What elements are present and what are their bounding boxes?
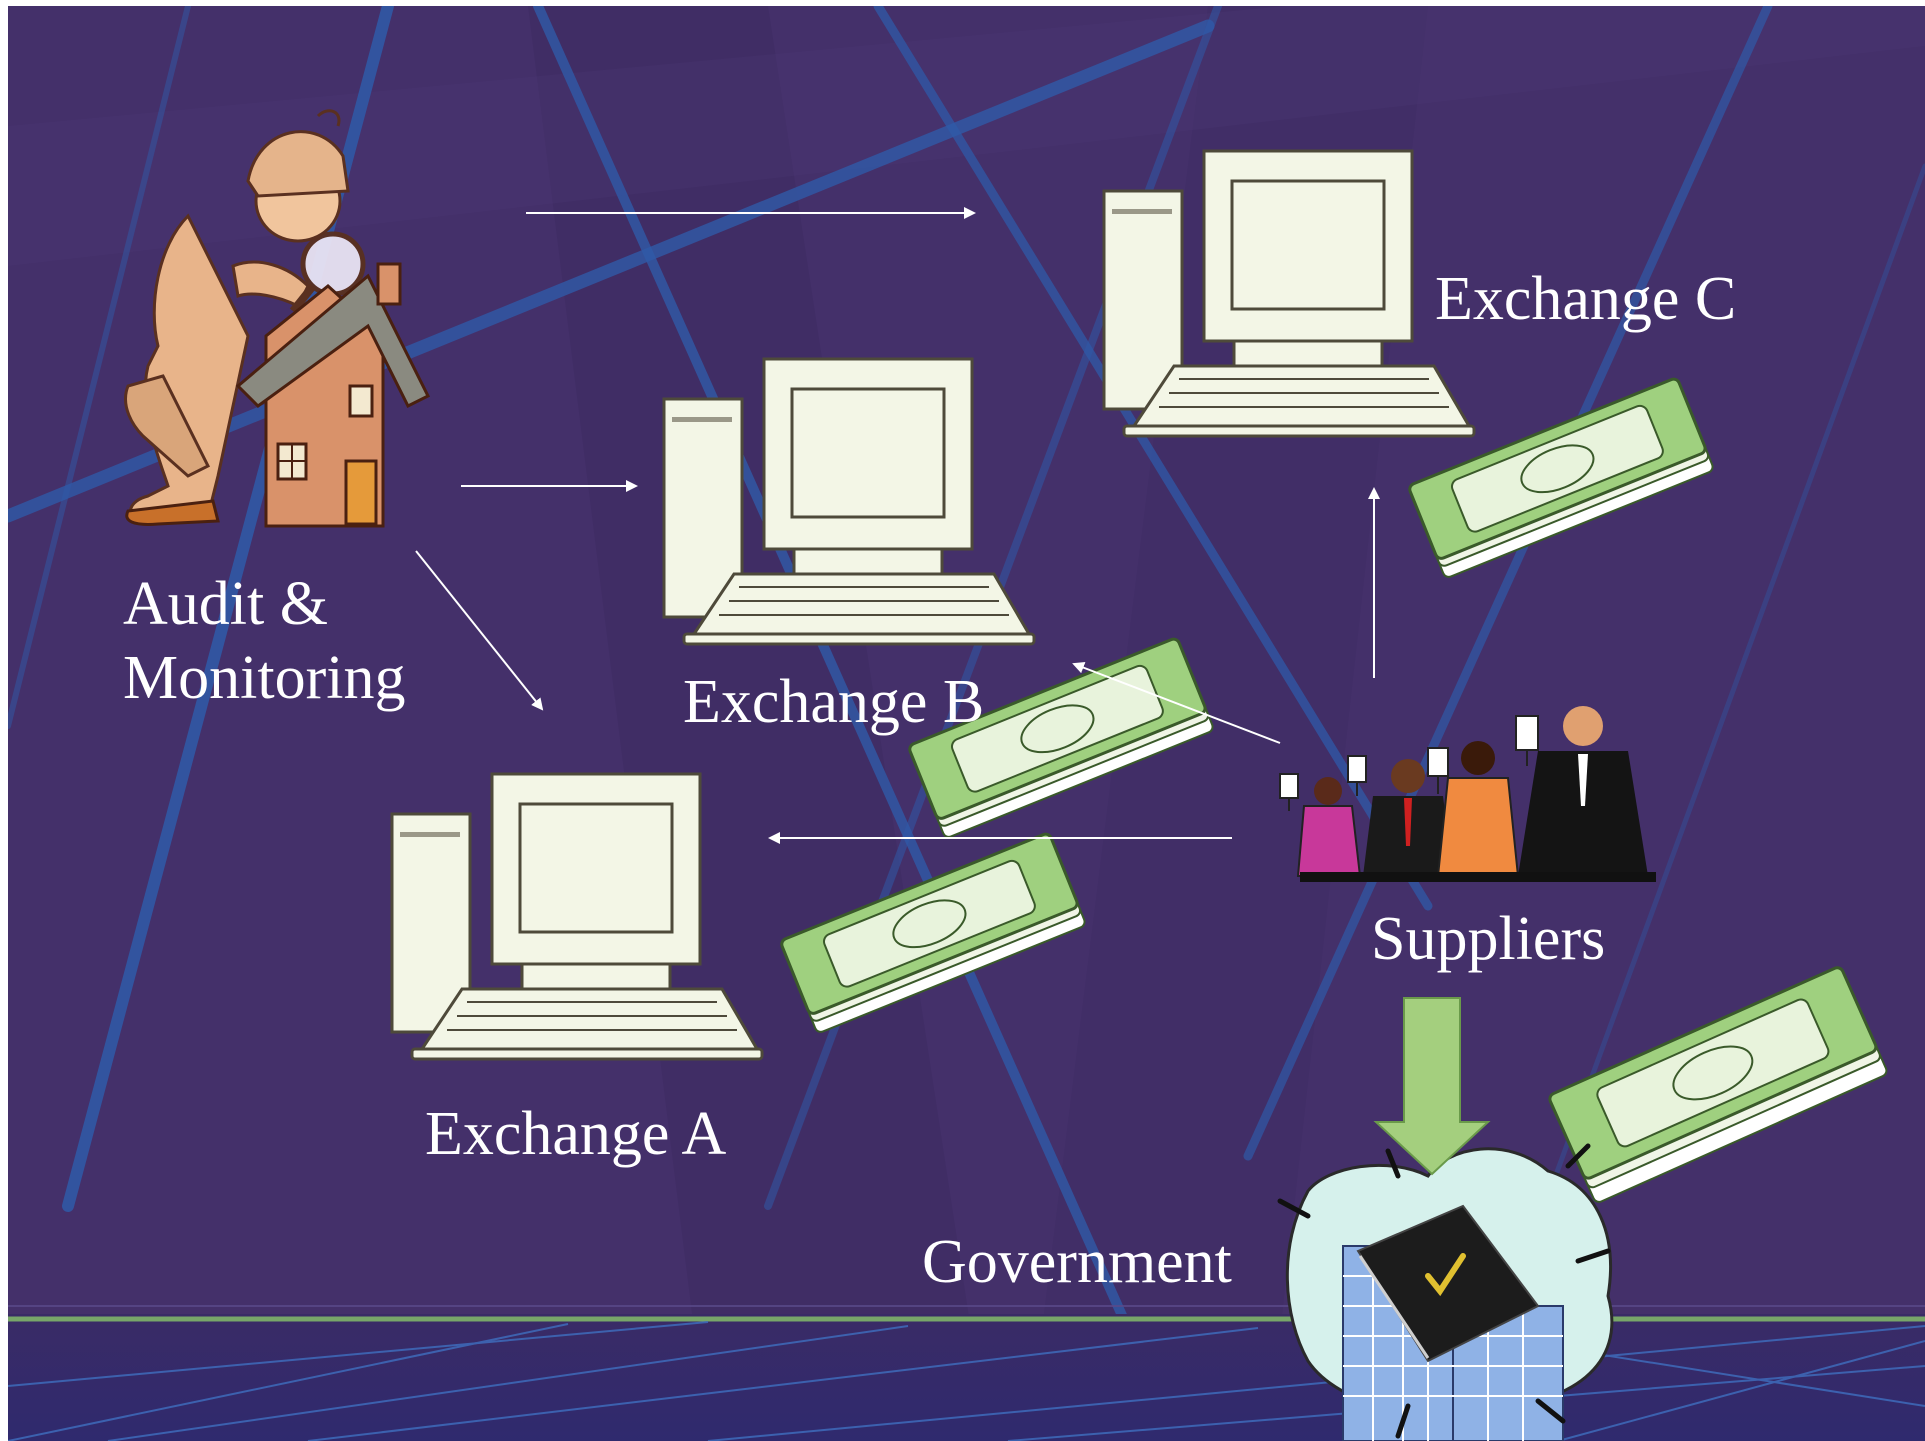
money-stack-icon [780,832,1086,1033]
flow-arrows [415,207,1380,844]
arrow-suppliers-to-government [1373,997,1491,1176]
exchange-c-computer-icon [1102,149,1476,438]
bidding-people-icon [1279,706,1656,882]
exchange-b-label: Exchange B [683,668,985,736]
diagram-art [124,109,1888,1441]
audit-monitoring-label: Audit & Monitoring [123,567,405,716]
suppliers-label: Suppliers [1371,905,1606,973]
government-label: Government [922,1228,1232,1296]
slide: Audit & Monitoring Exchange C Exchange B… [8,6,1925,1441]
government-building-icon [1277,1143,1614,1441]
audit-label-line1: Audit & [123,570,328,638]
detective-with-house-icon [124,109,431,528]
money-stack-icon [1548,966,1888,1203]
money-stack-icon [1408,377,1714,578]
exchange-a-computer-icon [390,772,764,1061]
exchange-b-computer-icon [662,357,1036,646]
arrow-audit-to-exchange-a [415,550,544,711]
exchange-c-label: Exchange C [1435,265,1737,333]
money-stack-icon [908,637,1214,838]
audit-label-line2: Monitoring [123,644,406,713]
arrow-suppliers-to-exchange-b [1072,661,1281,744]
exchange-a-label: Exchange A [425,1100,727,1168]
